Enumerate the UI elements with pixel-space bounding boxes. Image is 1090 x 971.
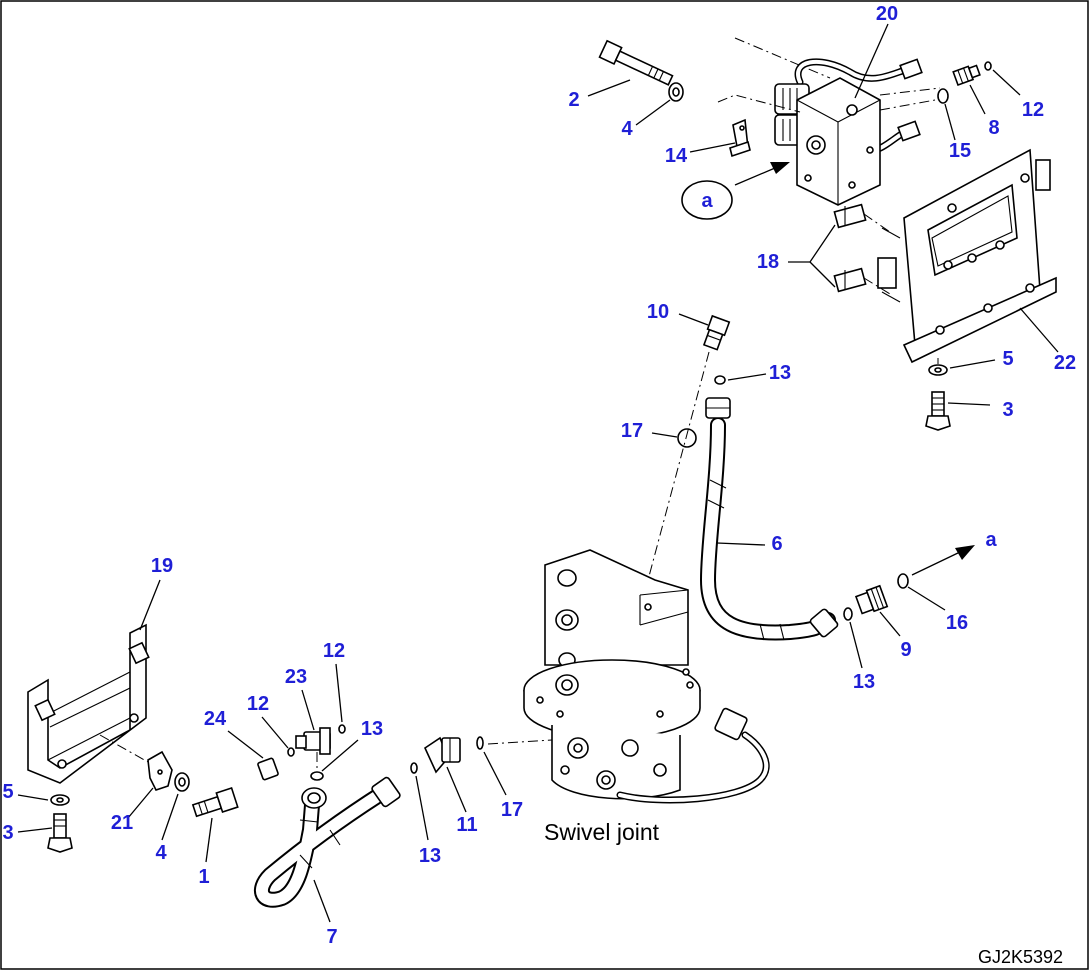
callout-3-right: 3 [1002, 399, 1013, 421]
drawing-code: GJ2K5392 [978, 947, 1063, 967]
view-reference-circle-label: a [701, 190, 713, 212]
callout-17-lower: 17 [501, 799, 523, 821]
callout-20: 20 [876, 3, 898, 25]
callout-22: 22 [1054, 352, 1076, 374]
callout-12-top: 12 [323, 640, 345, 662]
connector-18-drawing [833, 203, 891, 295]
callout-4: 4 [621, 118, 633, 140]
tee-23-drawing [257, 724, 346, 781]
callout-labels: 20 2 4 14 8 12 15 18 10 13 22 5 17 3 6 9… [2, 3, 1076, 948]
solenoid-valve-drawing [717, 37, 992, 206]
view-reference-circle [681, 180, 733, 220]
callout-9: 9 [900, 639, 911, 661]
bracket-19-drawing [27, 623, 239, 853]
callout-14: 14 [665, 145, 688, 167]
bracket-22-drawing [877, 148, 1057, 364]
callout-7: 7 [326, 926, 337, 948]
callout-18: 18 [757, 251, 779, 273]
callout-2: 2 [568, 89, 579, 111]
hose-6-drawing [639, 314, 839, 641]
callout-5-right: 5 [1002, 348, 1013, 370]
callout-4-left: 4 [155, 842, 167, 864]
callout-12-left: 12 [247, 693, 269, 715]
callout-19: 19 [151, 555, 173, 577]
bolt-3-right-drawing [925, 358, 951, 431]
callout-11: 11 [456, 814, 477, 836]
fitting-9-drawing [843, 545, 975, 621]
callout-1: 1 [198, 866, 209, 888]
callout-23: 23 [285, 666, 307, 688]
callout-13-tee: 13 [361, 718, 383, 740]
swivel-joint-caption: Swivel joint [544, 819, 660, 845]
callout-6: 6 [771, 533, 782, 555]
leader-lines [17, 23, 1059, 923]
callout-5-left: 5 [2, 781, 13, 803]
callout-8: 8 [988, 117, 999, 139]
callout-3-left: 3 [2, 822, 13, 844]
callout-16: 16 [946, 612, 968, 634]
callout-24: 24 [204, 708, 227, 730]
callout-12: 12 [1022, 99, 1044, 121]
hose-7-drawing [254, 776, 401, 908]
callout-21: 21 [111, 812, 133, 834]
callout-10: 10 [647, 301, 669, 323]
callout-13-right: 13 [853, 671, 875, 693]
callout-17-upper: 17 [621, 420, 643, 442]
callout-13-lower: 13 [419, 845, 441, 867]
swivel-joint-drawing [523, 549, 770, 804]
callout-15: 15 [949, 140, 971, 162]
bolt-2-drawing [598, 39, 751, 158]
elbow-11-drawing [410, 736, 553, 774]
callout-13-upper: 13 [769, 362, 791, 384]
view-reference-arrow-label: a [985, 529, 997, 551]
